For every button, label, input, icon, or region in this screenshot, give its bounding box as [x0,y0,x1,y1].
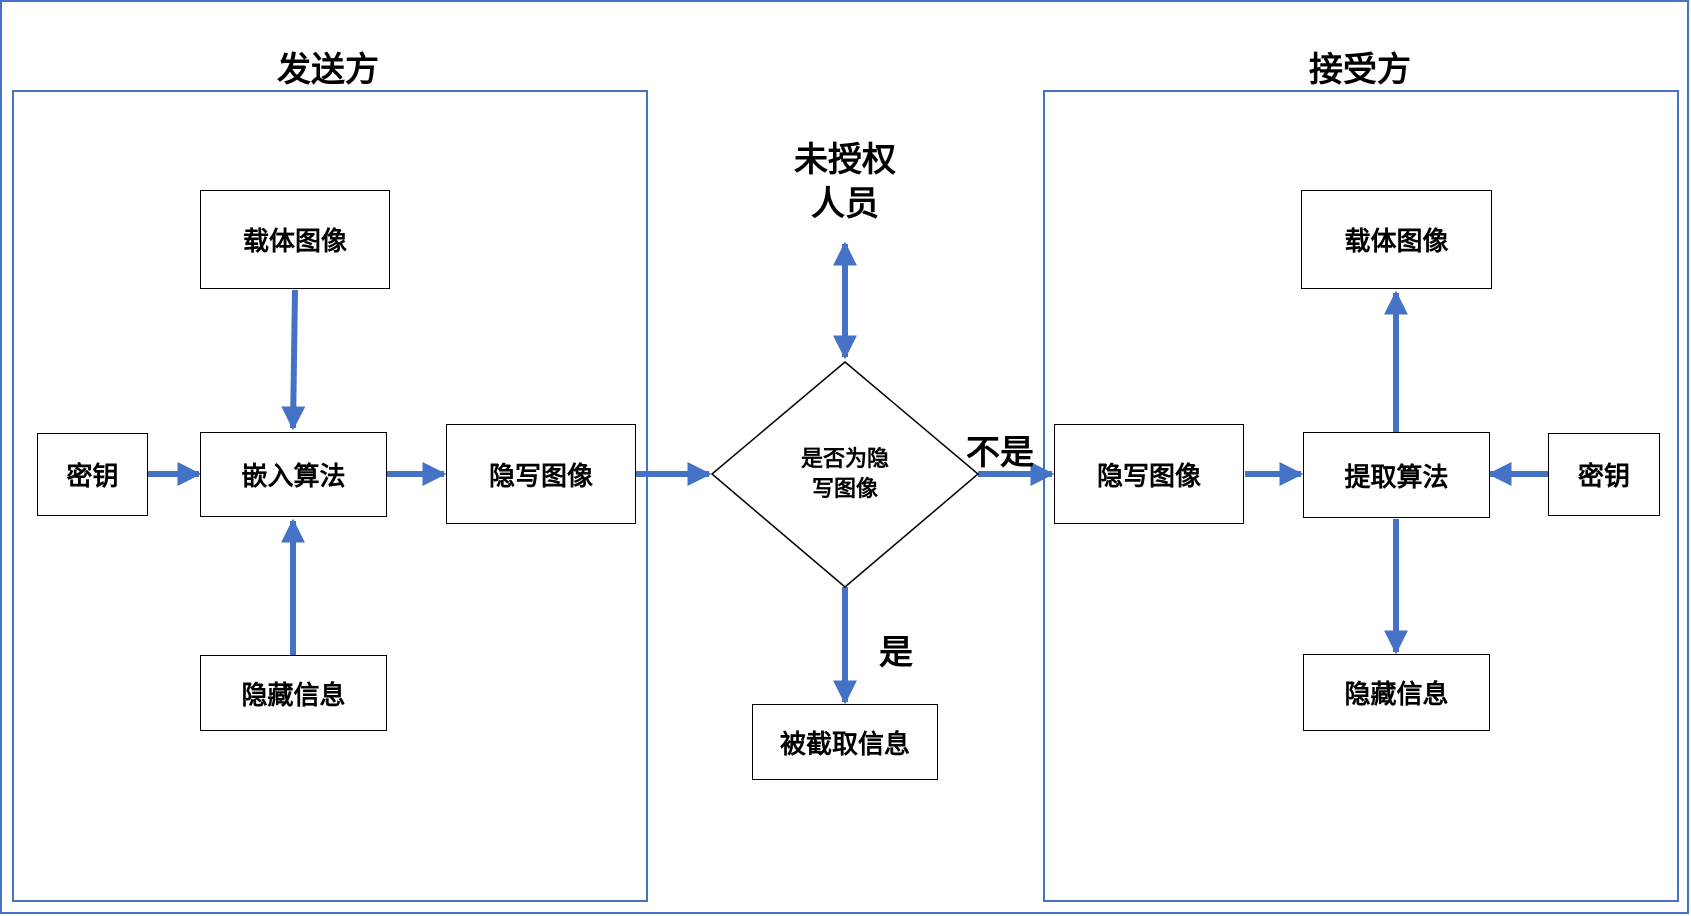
sender-title: 发送方 [277,50,379,90]
receiver-extract-algorithm: 提取算法 [1303,432,1490,518]
decision-text: 是否为隐 写图像 [775,445,915,505]
sender-carrier-image: 载体图像 [200,190,390,289]
sender-embed-algorithm: 嵌入算法 [200,432,387,517]
decision-diamond [710,361,980,588]
sender-section [12,90,648,902]
sender-hidden-info: 隐藏信息 [200,655,387,731]
decision-line2: 写图像 [811,477,878,502]
sender-key: 密钥 [37,433,148,516]
yes-label: 是 [879,633,913,673]
receiver-title: 接受方 [1309,50,1411,90]
receiver-key: 密钥 [1548,433,1660,516]
receiver-stego-image: 隐写图像 [1054,424,1244,524]
unauthorized-line1: 未授权 [794,140,896,180]
no-label: 不是 [966,433,1034,473]
unauthorized-label: 未授权 人员 [765,138,925,226]
receiver-carrier-image: 载体图像 [1301,190,1492,289]
unauthorized-line2: 人员 [811,184,879,224]
arrow-carrier-to-embed [281,289,306,431]
receiver-hidden-info: 隐藏信息 [1303,654,1490,731]
sender-stego-image: 隐写图像 [446,424,636,524]
intercepted-info: 被截取信息 [752,704,938,780]
receiver-section [1043,90,1679,902]
decision-line1: 是否为隐 [800,447,889,472]
